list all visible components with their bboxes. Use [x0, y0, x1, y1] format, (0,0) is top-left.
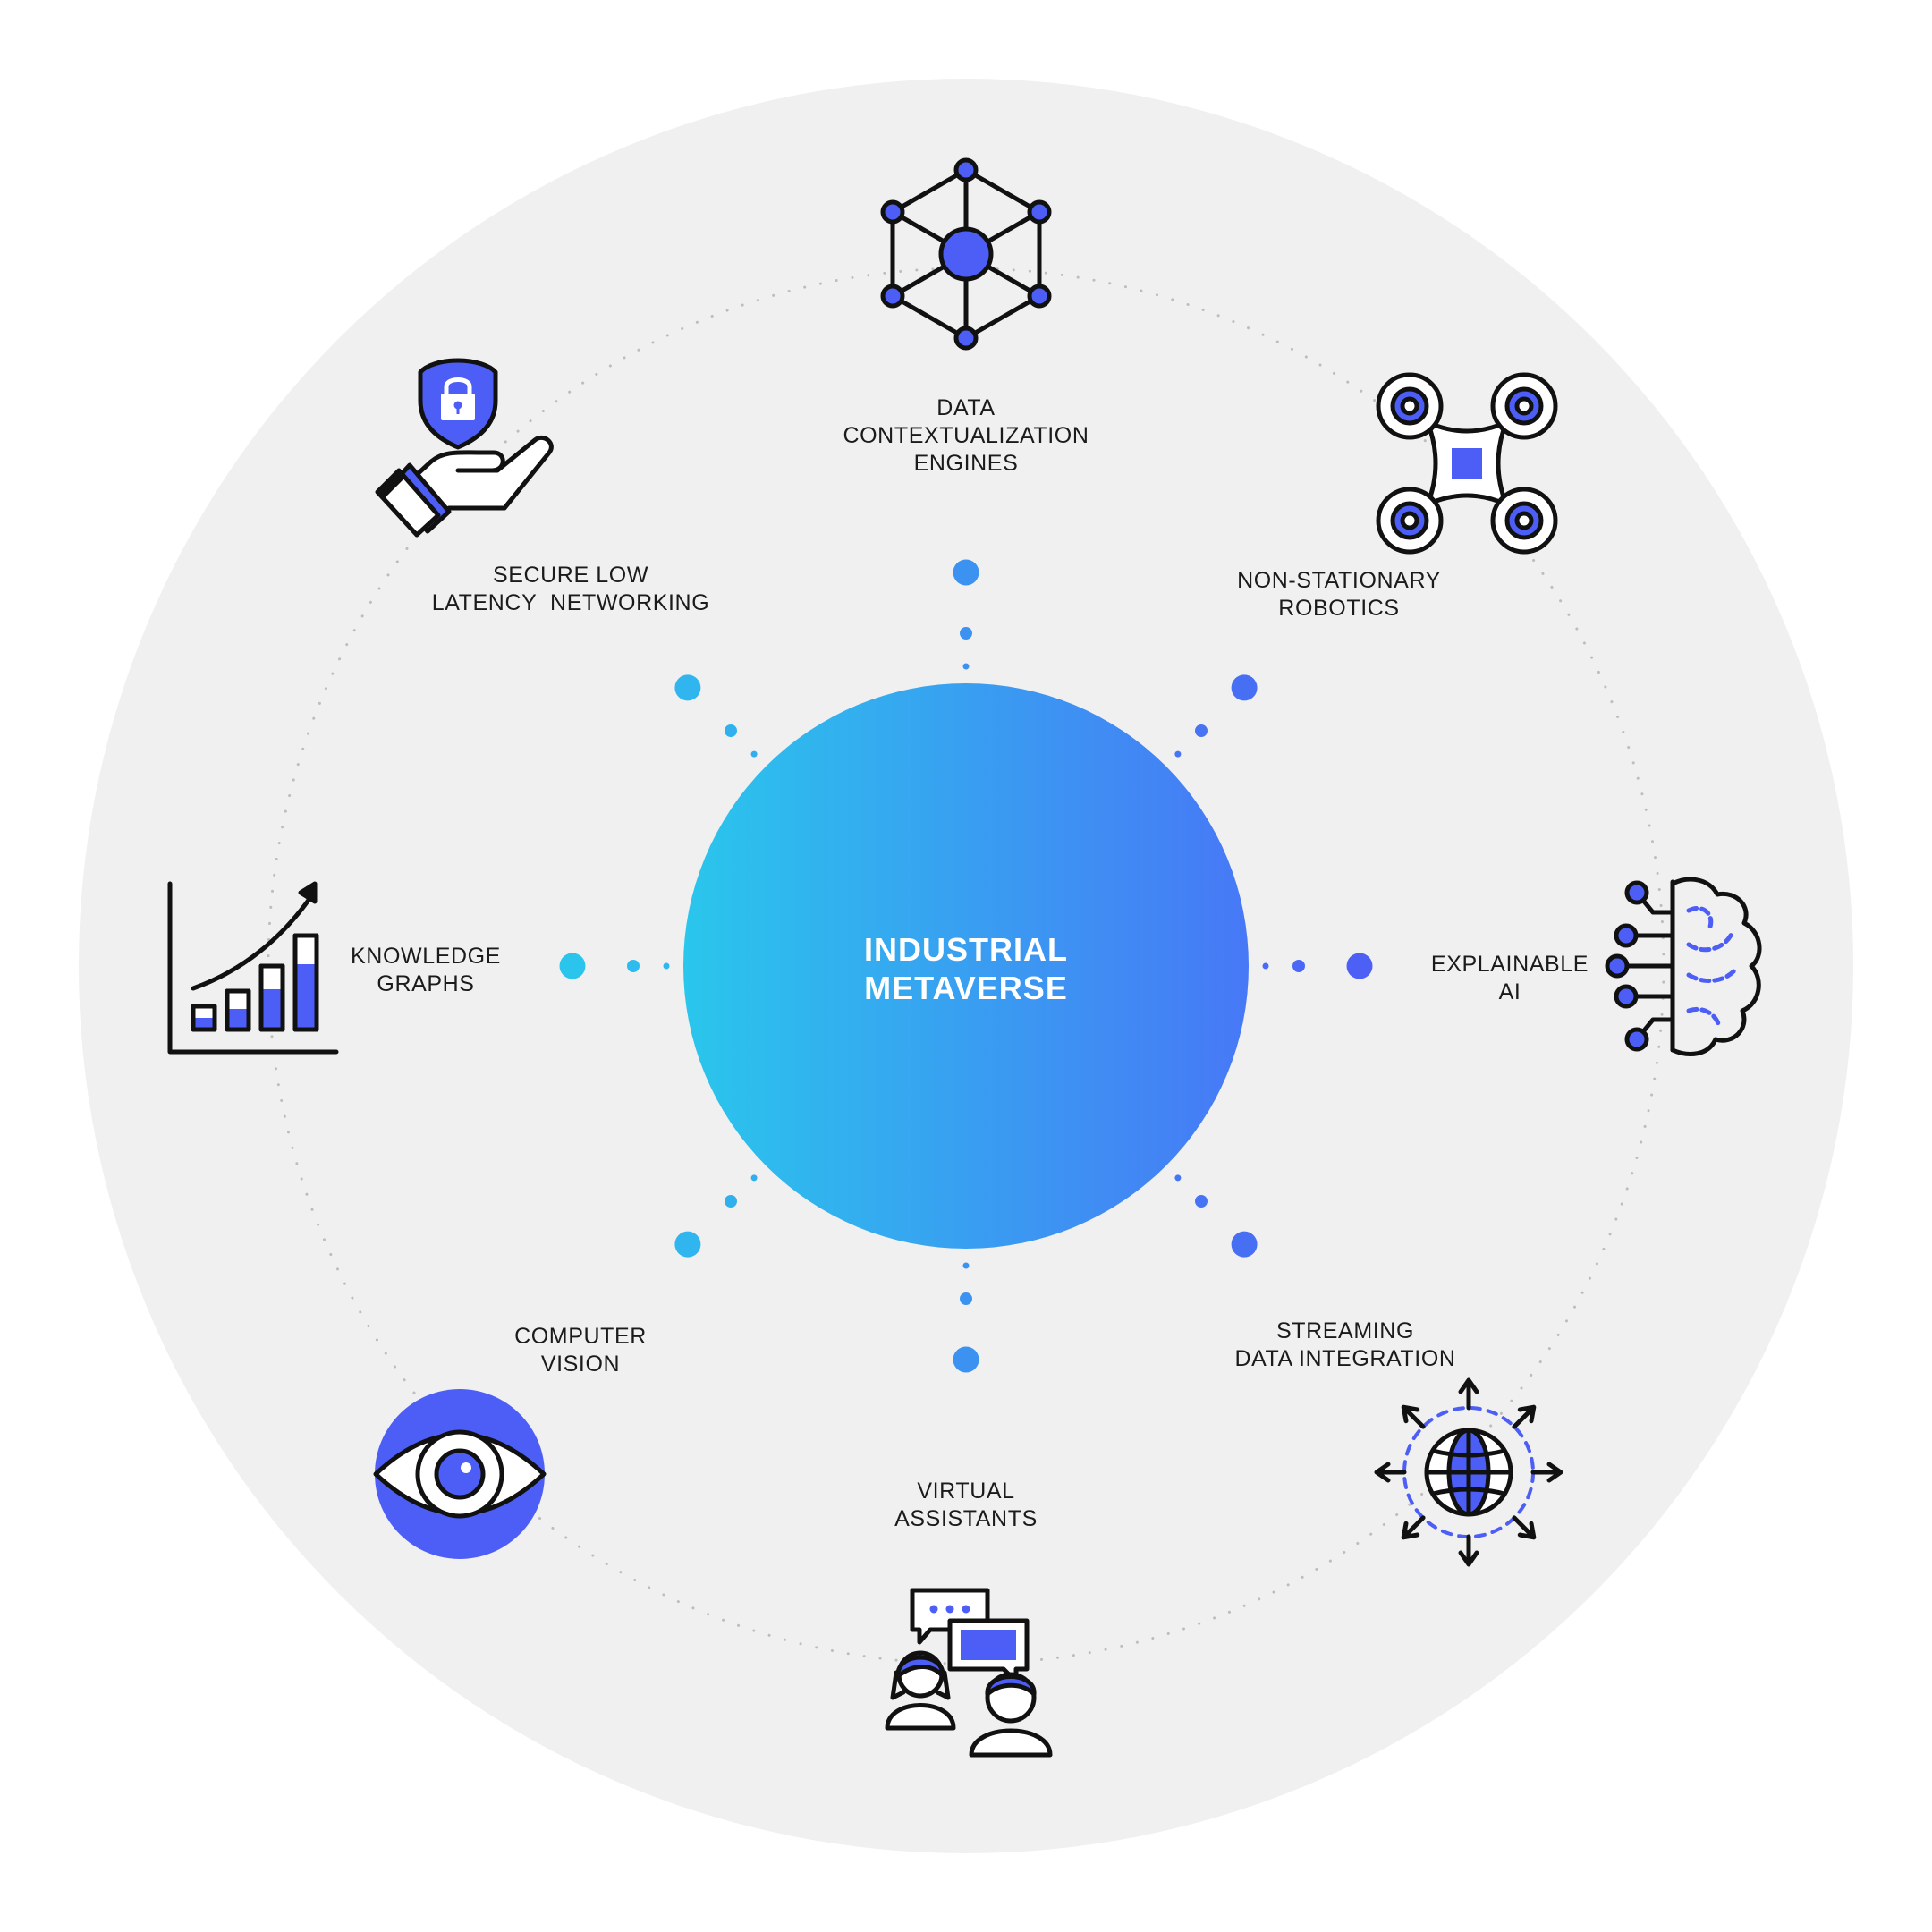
connector-dot-non-stationary-robotics-3 — [1231, 674, 1258, 701]
connector-dot-explainable-ai-2 — [1292, 960, 1305, 972]
connector-dot-knowledge-graphs-1 — [663, 962, 670, 970]
connector-dot-streaming-data-integration-2 — [1195, 1195, 1208, 1208]
label-data-contextualization: DATA CONTEXTUALIZATION ENGINES — [843, 395, 1089, 476]
label-secure-low-latency-networking: SECURE LOW LATENCY NETWORKING — [431, 563, 710, 615]
globe-arrows-icon — [1374, 1377, 1563, 1567]
label-explainable-ai: EXPLAINABLE AI — [1430, 952, 1589, 1004]
label-non-stationary-robotics: NON-STATIONARY ROBOTICS — [1237, 568, 1441, 621]
label-computer-vision: COMPUTER VISION — [514, 1324, 647, 1377]
connector-dot-secure-low-latency-networking-1 — [750, 750, 758, 758]
connector-dots — [559, 559, 1373, 1373]
connector-dot-data-contextualization-1 — [962, 663, 970, 670]
center-circle — [683, 683, 1249, 1249]
connector-dot-streaming-data-integration-3 — [1231, 1231, 1258, 1258]
connector-dot-knowledge-graphs-2 — [627, 960, 640, 972]
connector-dot-secure-low-latency-networking-2 — [724, 724, 737, 737]
ai-brain-circuit-icon — [1605, 877, 1762, 1056]
center-title: INDUSTRIAL METAVERSE — [864, 931, 1068, 1006]
connector-dot-computer-vision-3 — [674, 1231, 701, 1258]
connector-dot-virtual-assistants-3 — [953, 1346, 979, 1373]
eye-icon — [373, 1389, 547, 1559]
connector-dot-data-contextualization-2 — [960, 627, 972, 640]
chat-people-icon — [885, 1588, 1053, 1758]
connector-dot-computer-vision-2 — [724, 1195, 737, 1208]
connector-dot-explainable-ai-1 — [1262, 962, 1269, 970]
drone-icon — [1376, 372, 1558, 555]
connector-dot-computer-vision-1 — [750, 1174, 758, 1182]
connector-dot-streaming-data-integration-1 — [1174, 1174, 1182, 1182]
connector-dot-virtual-assistants-2 — [960, 1292, 972, 1305]
label-knowledge-graphs: KNOWLEDGE GRAPHS — [351, 944, 501, 996]
connector-dot-secure-low-latency-networking-3 — [674, 674, 701, 701]
hand-shield-lock-icon — [375, 358, 554, 538]
connector-dot-explainable-ai-3 — [1346, 953, 1373, 979]
network-hexagon-icon — [880, 157, 1052, 351]
growth-bar-chart-icon — [167, 881, 339, 1055]
connector-dot-virtual-assistants-1 — [962, 1262, 970, 1269]
label-streaming-data-integration: STREAMING DATA INTEGRATION — [1234, 1318, 1456, 1371]
connector-dot-non-stationary-robotics-1 — [1174, 750, 1182, 758]
connector-dot-data-contextualization-3 — [953, 559, 979, 586]
connector-dot-knowledge-graphs-3 — [559, 953, 586, 979]
label-virtual-assistants: VIRTUAL ASSISTANTS — [894, 1479, 1038, 1531]
connector-dot-non-stationary-robotics-2 — [1195, 724, 1208, 737]
